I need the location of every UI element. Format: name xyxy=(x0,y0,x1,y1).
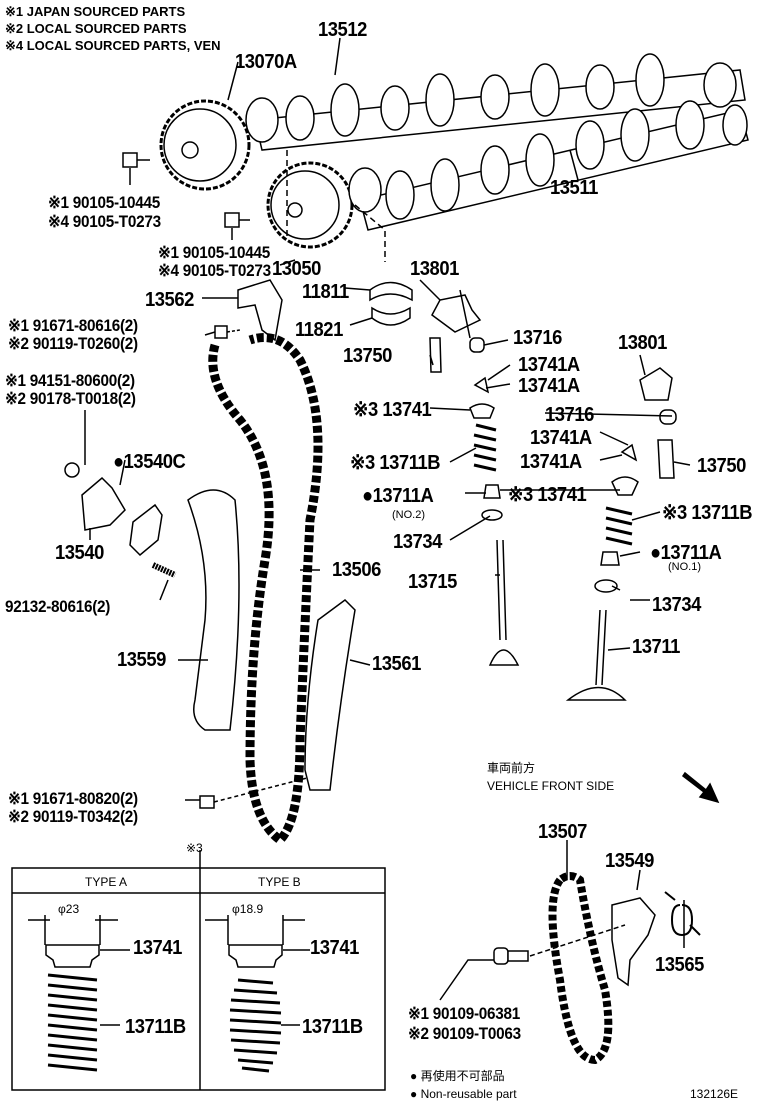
part-label-13559[interactable]: 13559 xyxy=(117,649,166,671)
part-label-13801[interactable]: 13801 xyxy=(618,332,667,354)
part-label-91671-80616[interactable]: ※1 91671-80616(2) xyxy=(8,316,138,335)
part-label-90119-T0260[interactable]: ※2 90119-T0260(2) xyxy=(8,334,138,353)
camshaft-13512-drawing xyxy=(254,53,746,151)
type-a-diameter: φ23 xyxy=(58,902,80,916)
part-label-13050[interactable]: 13050 xyxy=(272,258,321,280)
part-label-13716[interactable]: 13716 xyxy=(513,327,562,349)
part-label-90105-10445[interactable]: ※1 90105-10445 xyxy=(48,193,160,212)
part-label-13741A[interactable]: 13741A xyxy=(518,354,580,376)
part-label-13562[interactable]: 13562 xyxy=(145,289,194,311)
part-label-13715[interactable]: 13715 xyxy=(408,571,457,593)
part-label-13741A[interactable]: 13741A xyxy=(518,375,580,397)
part-label-92132-80616[interactable]: 92132-80616(2) xyxy=(5,597,111,616)
part-label-13734[interactable]: 13734 xyxy=(652,594,701,616)
part-label-13734[interactable]: 13734 xyxy=(393,531,442,553)
type-table-frame xyxy=(11,850,386,1091)
vehicle-front-arrow-icon xyxy=(681,771,720,804)
non-reusable-note: ● Non-reusable part xyxy=(410,1087,517,1101)
part-label-90109-T0063[interactable]: ※2 90109-T0063 xyxy=(408,1024,521,1043)
legend-japan-sourced: ※1 JAPAN SOURCED PARTS xyxy=(5,4,186,19)
type-a-title: TYPE A xyxy=(85,875,128,889)
bearing-drawings xyxy=(369,281,677,479)
note-no1: (NO.1) xyxy=(668,561,701,573)
part-label-94151-80600[interactable]: ※1 94151-80600(2) xyxy=(5,371,135,390)
part-label-13801[interactable]: 13801 xyxy=(410,258,459,280)
bracket-13562-drawing xyxy=(237,279,283,342)
part-label-13540C[interactable]: ●13540C xyxy=(113,451,186,473)
sprocket-13050-drawing xyxy=(266,161,382,249)
type-a-retainer-label[interactable]: 13741 xyxy=(133,937,182,959)
legend-local-sourced: ※2 LOCAL SOURCED PARTS xyxy=(5,21,187,36)
part-label-13711B[interactable]: ※3 13711B xyxy=(662,502,753,524)
part-label-13741[interactable]: ※3 13741 xyxy=(353,399,432,421)
guide-13561-drawing xyxy=(304,599,356,791)
part-label-13741A[interactable]: 13741A xyxy=(520,451,582,473)
chain-13507-drawing xyxy=(548,872,613,1065)
type-b-retainer-label[interactable]: 13741 xyxy=(310,937,359,959)
lever-13549-drawing xyxy=(611,897,656,987)
part-label-13716[interactable]: 13716 xyxy=(545,404,594,426)
part-label-13711A[interactable]: ●13711A xyxy=(362,485,434,507)
part-label-90105-T0273[interactable]: ※4 90105-T0273 xyxy=(48,212,161,231)
part-label-13506[interactable]: 13506 xyxy=(332,559,381,581)
type-b-diameter: φ18.9 xyxy=(232,902,264,916)
part-label-13540[interactable]: 13540 xyxy=(55,542,104,564)
part-label-13750[interactable]: 13750 xyxy=(697,455,746,477)
diagram-code: 132126E xyxy=(690,1087,739,1101)
sprocket-13070A-drawing xyxy=(159,97,279,191)
part-label-11821[interactable]: 11821 xyxy=(295,319,343,341)
tensioner-13540-drawing xyxy=(81,476,163,557)
leader-lines xyxy=(84,37,691,1001)
part-label-13507[interactable]: 13507 xyxy=(538,821,587,843)
part-label-90105-T0273[interactable]: ※4 90105-T0273 xyxy=(158,261,271,280)
spring-13565-drawing xyxy=(664,891,701,937)
bolt-90109-drawing xyxy=(493,924,626,965)
type-b-drawing xyxy=(205,915,310,1073)
part-label-13511[interactable]: 13511 xyxy=(550,177,598,199)
part-label-13711A[interactable]: ●13711A xyxy=(650,542,722,564)
non-reusable-note-jp: ● 再使用不可部品 xyxy=(410,1069,505,1083)
part-label-13549[interactable]: 13549 xyxy=(605,850,654,872)
part-label-13741[interactable]: ※3 13741 xyxy=(508,484,587,506)
part-label-90105-10445[interactable]: ※1 90105-10445 xyxy=(158,243,270,262)
part-label-13711[interactable]: 13711 xyxy=(632,636,680,658)
legend-local-sourced-ven: ※4 LOCAL SOURCED PARTS, VEN xyxy=(5,38,221,53)
part-label-90109-06381[interactable]: ※1 90109-06381 xyxy=(408,1004,520,1023)
part-label-13512[interactable]: 13512 xyxy=(318,19,367,41)
vehicle-front-label-jp: 車両前方 xyxy=(487,761,536,775)
part-label-90119-T0342[interactable]: ※2 90119-T0342(2) xyxy=(8,807,138,826)
part-label-91671-80820[interactable]: ※1 91671-80820(2) xyxy=(8,789,138,808)
chain-13506-drawing xyxy=(208,333,323,846)
part-label-13711B[interactable]: ※3 13711B xyxy=(350,452,441,474)
part-label-90178-T0018[interactable]: ※2 90178-T0018(2) xyxy=(5,389,136,408)
type-b-title: TYPE B xyxy=(258,875,301,889)
type-b-spring-label[interactable]: 13711B xyxy=(302,1016,363,1038)
part-label-13070A[interactable]: 13070A xyxy=(235,51,297,73)
part-label-13561[interactable]: 13561 xyxy=(372,653,421,675)
camshaft-13511-drawing xyxy=(359,100,749,231)
part-label-11811[interactable]: 11811 xyxy=(302,281,349,303)
valve-drawings xyxy=(469,403,639,701)
part-label-13741A[interactable]: 13741A xyxy=(530,427,592,449)
type-a-spring-label[interactable]: 13711B xyxy=(125,1016,186,1038)
guide-13559-drawing xyxy=(187,489,240,731)
vehicle-front-label: VEHICLE FRONT SIDE xyxy=(487,779,615,793)
type-a-drawing xyxy=(28,915,130,1072)
part-label-13750[interactable]: 13750 xyxy=(343,345,392,367)
part-label-13565[interactable]: 13565 xyxy=(655,954,704,976)
type-note: ※3 xyxy=(186,841,203,855)
note-no2: (NO.2) xyxy=(392,509,425,521)
